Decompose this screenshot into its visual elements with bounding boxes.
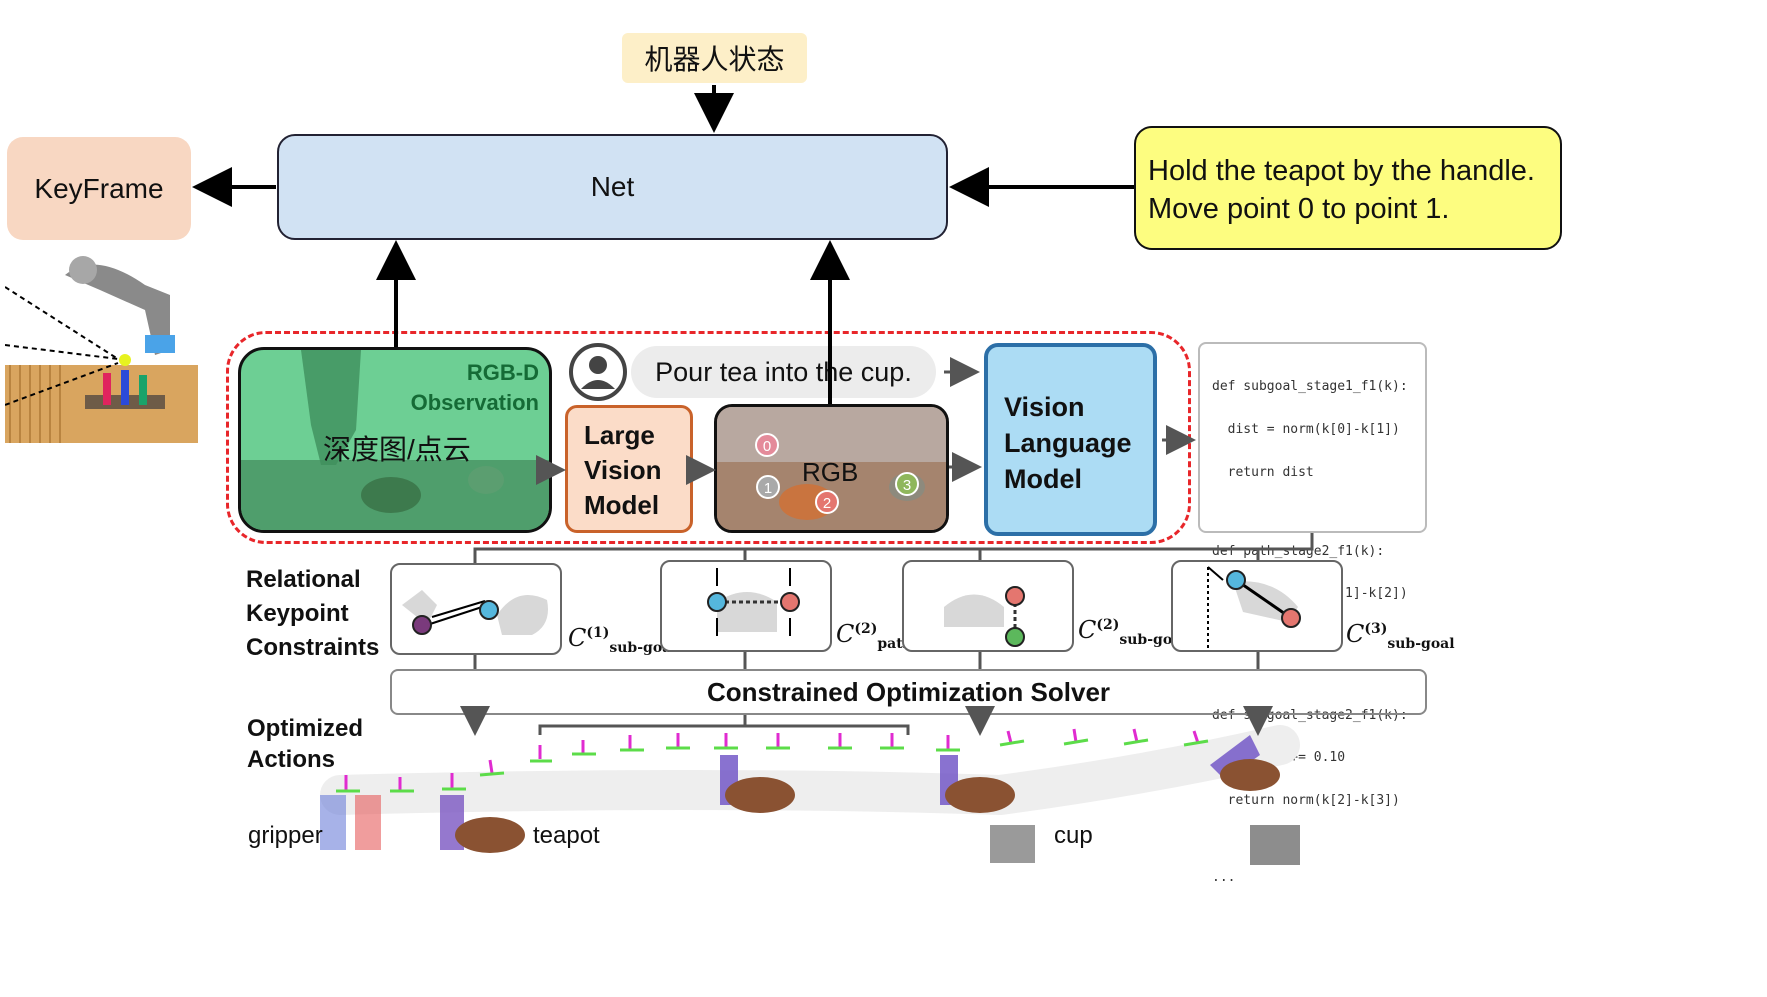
c-symbol: C (1078, 616, 1097, 644)
constraints-label-2: Keypoint (246, 600, 349, 627)
code-line: def path_stage2_f1(k): (1212, 543, 1385, 559)
keypoint-1-label: 1 (764, 480, 772, 497)
constraint-sub: sub-goal (1387, 635, 1455, 652)
code-line: def subgoal_stage2_f1(k): (1212, 707, 1408, 723)
keypoint-marker (780, 592, 800, 612)
keypoint-marker (1005, 627, 1025, 647)
code-line: ... (1212, 870, 1236, 886)
actions-label-2: Actions (247, 746, 336, 773)
keypoint-markers: 0 1 2 3 (755, 433, 919, 514)
constraint-box-1 (390, 563, 562, 655)
keypoint-3-marker (895, 472, 919, 496)
actions-label-1: Optimized (247, 715, 364, 742)
rgb-image-box: 0 1 2 3 RGB (714, 404, 949, 533)
constraint-label-4: C(3)sub-goal (1346, 620, 1455, 652)
keypoint-1-marker (756, 475, 780, 499)
solver-box: Constrained Optimization Solver (390, 669, 1427, 715)
constraint-sup: (1) (586, 625, 610, 641)
instruction-box: Hold the teapot by the handle. Move poin… (1134, 126, 1562, 250)
constraints-label-3: Constraints (246, 634, 380, 661)
robot-scene-image (5, 256, 198, 443)
instruction-line-1: Hold the teapot by the handle. (1148, 155, 1535, 187)
code-line: def subgoal_stage1_f1(k): (1212, 379, 1408, 395)
keypoint-3-label: 3 (903, 477, 911, 494)
keypoint-0-marker (755, 433, 779, 457)
code-line: return norm(k[2]-k[3]) (1212, 793, 1400, 809)
keypoint-0-label: 0 (763, 438, 771, 455)
rgbd-label-2: Observation (410, 390, 539, 415)
constraints-label-1: Relational (246, 566, 361, 593)
constraint-sup: (2) (1096, 617, 1120, 633)
trajectory-image (320, 725, 1300, 865)
constraint-label-1: C(1)sub-goal (568, 624, 677, 656)
vlm-line-1: Vision (1004, 392, 1085, 422)
keypoint-marker (707, 592, 727, 612)
robot-state-box: 机器人状态 (622, 33, 807, 83)
lvm-line-2: Vision (584, 455, 662, 485)
constraint-sub: sub-goal (1119, 631, 1187, 648)
vision-language-model-box: Vision Language Model (984, 343, 1157, 536)
teapot-label: teapot (533, 822, 600, 849)
c-symbol: C (836, 620, 855, 648)
point-cloud-image (241, 350, 549, 530)
actions-label: Optimized Actions (247, 713, 363, 775)
depth-label: 深度图/点云 (323, 434, 471, 465)
constraint-label-3: C(2)sub-goal (1078, 616, 1187, 648)
constraint-box-3 (902, 560, 1074, 652)
cup-label: cup (1054, 822, 1093, 849)
user-avatar-icon (569, 343, 627, 401)
keypoint-marker (479, 600, 499, 620)
instruction-line-2: Move point 0 to point 1. (1148, 193, 1450, 225)
lvm-line-1: Large (584, 420, 655, 450)
keypoint-2-marker (815, 490, 839, 514)
code-line: return dist (1212, 464, 1314, 480)
vlm-line-2: Language (1004, 428, 1132, 458)
gripper-label: gripper (248, 822, 323, 849)
c-symbol: C (568, 624, 587, 652)
keypoint-marker (1005, 586, 1025, 606)
rgbd-label-1: RGB-D (466, 360, 539, 385)
robot-state-label: 机器人状态 (644, 44, 785, 75)
net-box: Net (277, 134, 948, 240)
prompt-bubble: Pour tea into the cup. (631, 346, 936, 398)
keypoint-marker (1226, 570, 1246, 590)
keyframe-box: KeyFrame (7, 137, 191, 240)
prompt-text: Pour tea into the cup. (655, 356, 912, 387)
code-box: def subgoal_stage1_f1(k): dist = norm(k[… (1198, 342, 1427, 885)
constraint-sup: (2) (854, 621, 878, 637)
constraints-label: Relational Keypoint Constraints (246, 563, 379, 665)
keyframe-label: KeyFrame (34, 172, 164, 204)
constraint-box-4 (1171, 560, 1343, 652)
rgbd-observation-box: RGB-D Observation 深度图/点云 (238, 347, 552, 533)
large-vision-model-box: Large Vision Model (565, 405, 693, 533)
keypoint-marker (412, 615, 432, 635)
lvm-line-3: Model (584, 490, 660, 520)
solver-label: Constrained Optimization Solver (706, 676, 1111, 707)
net-label: Net (590, 171, 635, 202)
keypoint-2-label: 2 (823, 495, 831, 512)
rgb-label: RGB (802, 457, 859, 487)
constraint-sup: (3) (1364, 621, 1388, 637)
c-symbol: C (1346, 620, 1365, 648)
code-line: dist = norm(k[0]-k[1]) (1212, 422, 1400, 438)
constraint-sub: sub-goal (609, 639, 677, 656)
keypoint-marker (1281, 608, 1301, 628)
vlm-line-3: Model (1004, 464, 1082, 494)
constraint-box-2 (660, 560, 832, 652)
